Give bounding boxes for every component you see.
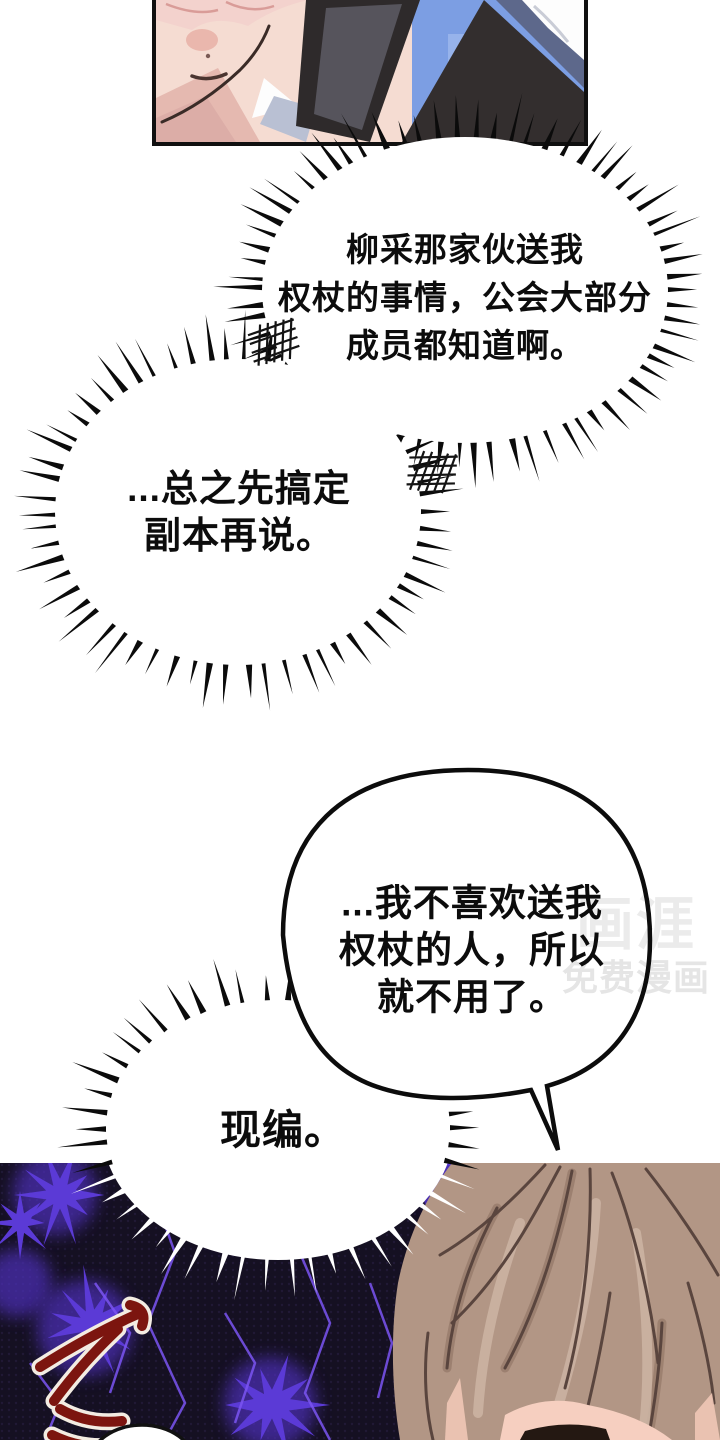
brown-hair [392, 1163, 720, 1440]
jacket-strap-b-edge [496, 0, 584, 88]
energy-glow [0, 1249, 52, 1317]
speech-bubble-4-text: 现编。 [220, 1106, 346, 1154]
bottom-panel-art [0, 1163, 720, 1440]
speech-bubble-3-text: ...我不喜欢送我 权杖的人，所以 就不用了。 [339, 880, 605, 1021]
energy-starburst [0, 1191, 47, 1260]
neck-shadow-2 [156, 96, 236, 142]
jaw-line [160, 24, 271, 124]
nostril [205, 53, 211, 59]
speech-bubble-1-text: 柳采那家伙送我 权杖的事情，公会大部分 成员都知道啊。 [278, 226, 652, 370]
bubble1-line1: 柳采那家伙送我 [346, 231, 584, 268]
energy-starburst [225, 1354, 331, 1440]
nose-shadow [186, 29, 218, 51]
bubble3-line2: 权杖的人，所以 [339, 929, 605, 971]
bubble2-line2: 副本再说。 [144, 515, 334, 556]
energy-glow [206, 1194, 254, 1242]
bubble1-line2: 权杖的事情，公会大部分 [278, 279, 652, 316]
sleeve-fold [533, 4, 570, 43]
bubble1-line3: 成员都知道啊。 [346, 327, 584, 364]
bubble4-line1: 现编。 [220, 1107, 346, 1153]
bubble3-line3: 就不用了。 [377, 976, 567, 1018]
bubble3-line1: ...我不喜欢送我 [341, 882, 603, 924]
energy-starburst [13, 1163, 105, 1246]
energy-starburst [47, 1264, 134, 1374]
jacket-strap-a-panel [314, 4, 402, 130]
white-sleeve [522, 0, 584, 60]
speech-bubble-2-text: ...总之先搞定 副本再说。 [127, 465, 351, 559]
scribble-hatch-right [406, 450, 458, 494]
skin-sliver-right [695, 1393, 720, 1440]
bottom-comic-panel [0, 1163, 720, 1440]
pink-hair-strands [165, 0, 275, 14]
mouth-line [190, 72, 228, 81]
peek-bubble [98, 1423, 186, 1440]
bubble2-line1: ...总之先搞定 [127, 468, 351, 509]
top-panel-art [156, 0, 584, 142]
eyebrow [520, 1424, 610, 1440]
red-sfx-glyph [31, 1296, 152, 1440]
top-comic-panel [152, 0, 588, 146]
jacket-strap-b [402, 0, 584, 142]
skin-sliver-left [445, 1378, 468, 1440]
